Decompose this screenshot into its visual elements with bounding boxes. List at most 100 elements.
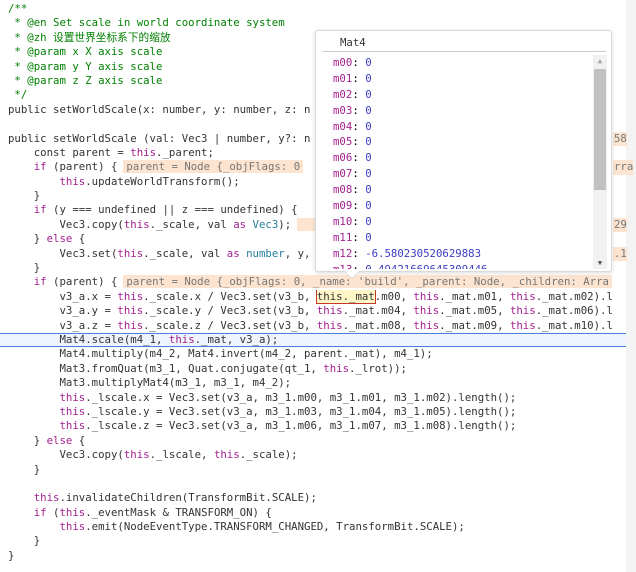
tooltip-property-row[interactable]: m07: 0: [316, 166, 592, 182]
keyword: this: [123, 448, 150, 462]
keyword: this: [413, 318, 440, 332]
tooltip-property-row[interactable]: m09: 0: [316, 198, 592, 214]
code-line[interactable]: Mat3.fromQuat(m3_1, Quat.conjugate(qt_1,…: [0, 362, 636, 376]
tooltip-property-row[interactable]: m06: 0: [316, 150, 592, 166]
code-line[interactable]: * @param z Z axis scale: [0, 74, 636, 88]
keyword: this: [213, 448, 240, 462]
code-line[interactable]: this.updateWorldTransform();: [0, 175, 636, 189]
tooltip-scrollbar[interactable]: ▲ ▼: [593, 55, 607, 269]
code-line[interactable]: * @param y Y axis scale: [0, 60, 636, 74]
code-line[interactable]: }: [0, 534, 636, 548]
code-text: Mat3.multiplyMat4(m3_1, m3_1, m4_2);: [8, 376, 292, 390]
tooltip-property-row[interactable]: m01: 0: [316, 71, 592, 87]
colon: :: [352, 87, 366, 101]
code-text: Mat3.fromQuat(m3_1, Quat.conjugate(qt_1,: [8, 361, 324, 375]
hovered-expression[interactable]: this._mat: [315, 289, 376, 304]
code-line[interactable]: v3_a.y = this._scale.y / Vec3.set(v3_b, …: [0, 304, 636, 318]
code-line[interactable]: */: [0, 88, 636, 102]
code-line[interactable]: * @param x X axis scale: [0, 45, 636, 59]
code-line[interactable]: if (parent) {parent = Node {_objFlags: 0…: [0, 275, 636, 289]
code-line[interactable]: Mat4.multiply(m4_2, Mat4.invert(m4_2, pa…: [0, 347, 636, 361]
tooltip-property-row[interactable]: m10: 0: [316, 214, 592, 230]
tooltip-property-row[interactable]: m11: 0: [316, 230, 592, 246]
code-text: .emit(NodeEventType.TRANSFORM_CHANGED, T…: [85, 520, 465, 534]
tooltip-property-row[interactable]: m13: 0.49421669645309446: [316, 262, 592, 269]
code-line[interactable]: this.invalidateChildren(TransformBit.SCA…: [0, 491, 636, 505]
code-line[interactable]: [0, 477, 636, 491]
code-line[interactable]: }: [0, 549, 636, 563]
code-line[interactable]: const parent = this._parent;: [0, 146, 636, 160]
scroll-up-arrow-icon[interactable]: ▲: [597, 57, 603, 65]
scroll-down-arrow-icon[interactable]: ▼: [597, 259, 603, 267]
code-line[interactable]: public setWorldScale(x: number, y: numbe…: [0, 103, 636, 117]
code-line[interactable]: /**: [0, 2, 636, 16]
code-line[interactable]: Vec3.copy(this._scale, val as Vec3); 29: [0, 217, 636, 233]
tooltip-property-row[interactable]: m05: 0: [316, 134, 592, 150]
colon: :: [352, 199, 366, 213]
code-text: [8, 391, 59, 404]
code-text: ._lscale.z = Vec3.set(v3_a, m3_1.m06, m3…: [85, 419, 517, 433]
code-text: ._scale, val: [149, 217, 234, 231]
code-line[interactable]: if (parent) {parent = Node {_objFlags: 0…: [0, 160, 636, 175]
tooltip-property-row[interactable]: m00: 0: [316, 55, 592, 71]
code-line[interactable]: } else {: [0, 434, 636, 448]
code-line[interactable]: Vec3.copy(this._lscale, this._scale);: [0, 448, 636, 462]
colon: :: [352, 135, 366, 149]
editor-scrollbar-track[interactable]: [626, 0, 636, 572]
code-line[interactable]: this.emit(NodeEventType.TRANSFORM_CHANGE…: [0, 520, 636, 534]
code-text: [8, 506, 34, 519]
code-line[interactable]: v3_a.x = this._scale.x / Vec3.set(v3_b, …: [0, 289, 636, 304]
code-text: v3_a.x =: [8, 289, 118, 303]
keyword: this: [117, 289, 144, 303]
code-line[interactable]: }: [0, 189, 636, 203]
property-value: 0: [365, 151, 372, 165]
code-line[interactable]: Mat3.multiplyMat4(m3_1, m3_1, m4_2);: [0, 376, 636, 390]
code-line[interactable]: if (this._eventMask & TRANSFORM_ON) {: [0, 506, 636, 520]
code-line[interactable]: this._lscale.x = Vec3.set(v3_a, m3_1.m00…: [0, 391, 636, 405]
code-line[interactable]: if (y === undefined || z === undefined) …: [0, 203, 636, 217]
current-code-line[interactable]: Mat4.scale(m4_1, this._mat, v3_a);: [0, 332, 626, 348]
scrollbar-thumb[interactable]: [594, 69, 606, 190]
code-text: [8, 160, 34, 173]
code-text: ._lrot));: [349, 361, 407, 375]
code-line[interactable]: * @en Set scale in world coordinate syst…: [0, 16, 636, 30]
tooltip-property-row[interactable]: m08: 0: [316, 182, 592, 198]
code-text: ._scale.z / Vec3.set(v3_b,: [143, 318, 317, 332]
keyword: this: [117, 304, 144, 318]
property-key: m02: [333, 87, 353, 101]
code-line[interactable]: v3_a.z = this._scale.z / Vec3.set(v3_b, …: [0, 319, 636, 333]
property-key: m00: [333, 56, 353, 69]
tooltip-property-row[interactable]: m02: 0: [316, 87, 592, 103]
code-line[interactable]: Vec3.set(this._scale, val as number, y,.…: [0, 246, 636, 262]
code-text: ._mat.m05,: [439, 304, 510, 318]
code-line[interactable]: this._lscale.y = Vec3.set(v3_a, m3_1.m03…: [0, 405, 636, 419]
code-text: .invalidateChildren(TransformBit.SCALE);: [59, 491, 317, 505]
tooltip-property-row[interactable]: m03: 0: [316, 103, 592, 119]
code-text: [8, 203, 34, 216]
code-line[interactable]: * @zh 设置世界坐标系下的缩放: [0, 31, 636, 45]
code-text: }: [8, 534, 41, 548]
property-value: 0: [365, 103, 372, 117]
code-text: public setWorldScale (val: Vec3 | number…: [8, 131, 311, 145]
inline-value-annotation: [297, 217, 317, 231]
code-text: ._lscale,: [149, 448, 214, 462]
property-key: m03: [333, 103, 353, 117]
code-line[interactable]: } else {: [0, 232, 636, 246]
keyword: as: [226, 246, 240, 260]
code-line[interactable]: }: [0, 463, 636, 477]
tooltip-property-row[interactable]: m12: -6.580230520629883: [316, 246, 592, 262]
tooltip-property-row[interactable]: m04: 0: [316, 119, 592, 135]
code-text: Vec3.set(: [8, 246, 118, 260]
comment: * @param y Y axis scale: [8, 59, 163, 73]
code-line[interactable]: }: [0, 261, 636, 275]
keyword: this: [316, 318, 343, 332]
property-key: m06: [333, 151, 353, 165]
code-text: ._eventMask & TRANSFORM_ON) {: [85, 505, 272, 519]
code-line[interactable]: this._lscale.z = Vec3.set(v3_a, m3_1.m06…: [0, 419, 636, 433]
tooltip-divider: [322, 51, 606, 52]
code-text: , y,: [284, 246, 311, 260]
code-line[interactable]: public setWorldScale (val: Vec3 | number…: [0, 131, 636, 146]
property-value: 0: [365, 183, 372, 197]
